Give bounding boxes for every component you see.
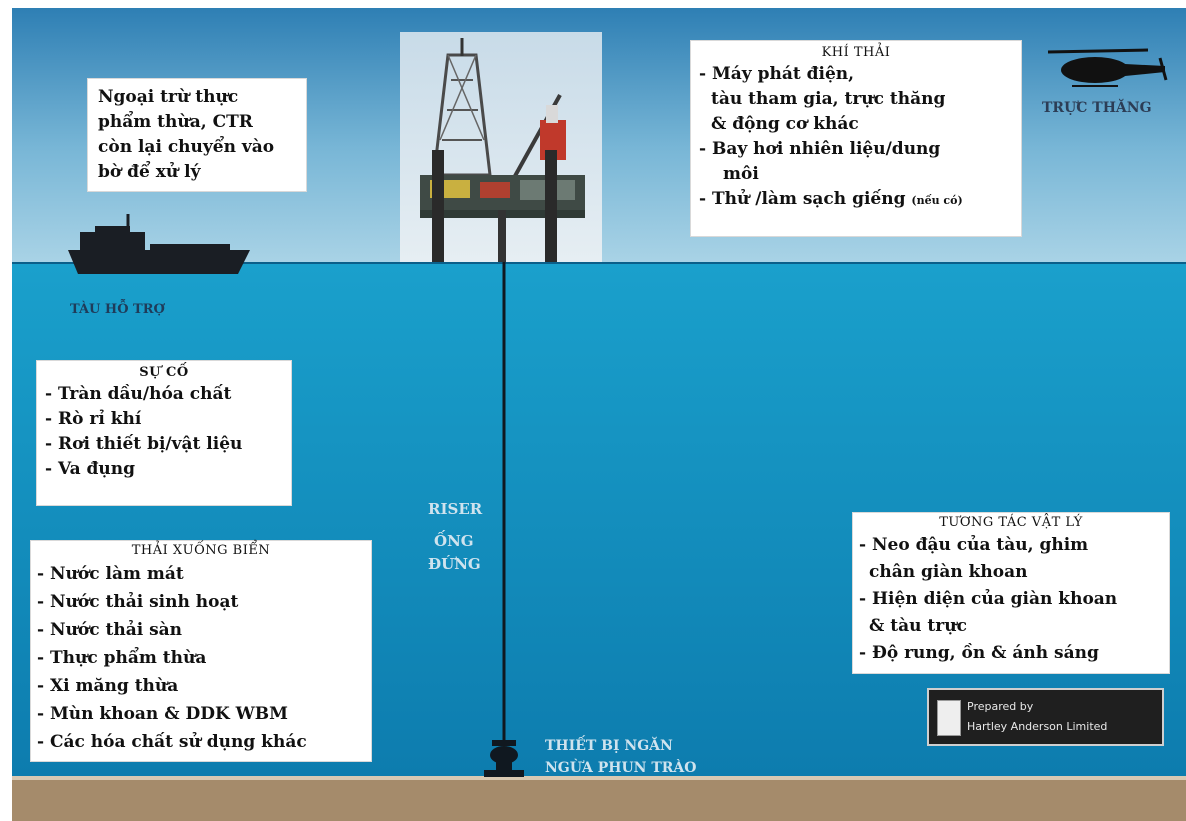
prepared-by-line-1: Prepared by xyxy=(967,700,1034,713)
emissions-line-4: - Bay hơi nhiên liệu/dung xyxy=(699,139,941,159)
sea-discharge-line-5: - Xi măng thừa xyxy=(37,676,179,696)
seabed-edge xyxy=(12,776,1186,780)
solid-waste-line-1: Ngoại trừ thực xyxy=(98,87,239,107)
emissions-line-5: môi xyxy=(723,164,759,184)
drilling-rig-photo xyxy=(400,32,602,262)
sea-discharge-line-7: - Các hóa chất sử dụng khác xyxy=(37,732,307,752)
prepared-by-badge: Prepared by Hartley Anderson Limited xyxy=(927,688,1164,746)
physical-line-1: - Neo đậu của tàu, ghim xyxy=(859,535,1089,555)
physical-line-3: - Hiện diện của giàn khoan xyxy=(859,589,1118,609)
sea-discharge-line-2: - Nước thải sinh hoạt xyxy=(37,592,239,612)
incidents-line-2: - Rò rỉ khí xyxy=(45,409,142,429)
sea-discharge-line-4: - Thực phẩm thừa xyxy=(37,648,207,668)
solid-waste-line-2: phẩm thừa, CTR xyxy=(98,112,253,132)
physical-line-4: & tàu trực xyxy=(869,616,967,636)
prepared-by-line-2: Hartley Anderson Limited xyxy=(967,720,1108,733)
solid-waste-box: Ngoại trừ thực phẩm thừa, CTR còn lại ch… xyxy=(87,78,307,192)
physical-title: TƯƠNG TÁC VẬT LÝ xyxy=(939,515,1083,530)
solid-waste-line-4: bờ để xử lý xyxy=(98,162,201,182)
helicopter-label: TRỰC THĂNG xyxy=(1042,100,1152,116)
emissions-line-6-note: (nếu có) xyxy=(911,194,963,207)
incidents-line-1: - Tràn dầu/hóa chất xyxy=(45,384,232,404)
blowout-preventer-icon xyxy=(484,740,524,777)
solid-waste-line-3: còn lại chuyển vào xyxy=(98,137,275,157)
physical-line-5: - Độ rung, ồn & ánh sáng xyxy=(859,643,1099,663)
sea-discharge-title: THẢI XUỐNG BIỂN xyxy=(131,543,271,558)
helicopter-icon xyxy=(1047,48,1168,87)
emissions-line-3: & động cơ khác xyxy=(711,114,859,134)
sea-discharge-box: THẢI XUỐNG BIỂN - Nước làm mát - Nước th… xyxy=(30,540,372,762)
emissions-line-1: - Máy phát điện, xyxy=(699,64,855,84)
support-ship-label: TÀU HỖ TRỢ xyxy=(70,302,165,317)
emissions-line-6: - Thử /làm sạch giếng (nếu có) xyxy=(699,187,1013,213)
incidents-title: SỰ CỐ xyxy=(139,365,189,380)
emissions-line-2: tàu tham gia, trực thăng xyxy=(711,89,946,109)
incidents-line-3: - Rơi thiết bị/vật liệu xyxy=(45,434,243,454)
physical-interaction-box: TƯƠNG TÁC VẬT LÝ - Neo đậu của tàu, ghim… xyxy=(852,512,1170,674)
sea-discharge-line-1: - Nước làm mát xyxy=(37,564,184,584)
emissions-line-6-text: - Thử /làm sạch giếng xyxy=(699,189,906,209)
riser-label: RISER xyxy=(428,500,483,518)
sea-discharge-line-6: - Mùn khoan & DDK WBM xyxy=(37,704,288,724)
riser-vn-label-2: ĐỨNG xyxy=(428,555,481,573)
support-ship-icon xyxy=(68,214,250,274)
emissions-title: KHÍ THẢI xyxy=(821,45,891,60)
bop-label-2: NGỪA PHUN TRÀO xyxy=(545,760,697,776)
seabed xyxy=(12,778,1186,821)
riser-vn-label-1: ỐNG xyxy=(434,532,474,550)
incidents-box: SỰ CỐ - Tràn dầu/hóa chất - Rò rỉ khí - … xyxy=(36,360,292,506)
emissions-box: KHÍ THẢI - Máy phát điện, tàu tham gia, … xyxy=(690,40,1022,237)
bop-label-1: THIẾT BỊ NGĂN xyxy=(545,738,673,754)
hartley-anderson-logo xyxy=(937,700,961,736)
incidents-line-4: - Va đụng xyxy=(45,459,136,479)
physical-line-2: chân giàn khoan xyxy=(869,562,1028,582)
sea-discharge-line-3: - Nước thải sàn xyxy=(37,620,183,640)
